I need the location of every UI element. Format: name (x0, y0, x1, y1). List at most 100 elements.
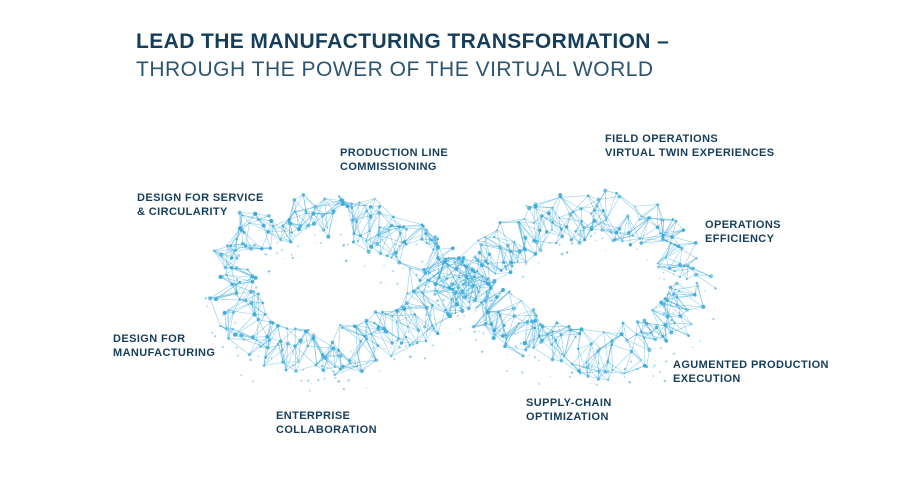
mesh-particle (240, 374, 243, 376)
mesh-line (533, 309, 536, 321)
mesh-line (534, 327, 548, 335)
mesh-line (581, 221, 585, 240)
mesh-particle (636, 248, 638, 250)
mesh-line (494, 334, 506, 344)
mesh-line (239, 276, 253, 300)
mesh-particle (319, 242, 322, 244)
mesh-particle (678, 312, 681, 314)
mesh-dot (219, 324, 222, 328)
mesh-line (300, 213, 315, 227)
mesh-line (533, 230, 541, 242)
mesh-line (561, 228, 580, 244)
mesh-dot (390, 341, 394, 345)
mesh-particle (332, 370, 335, 373)
mesh-dot (311, 336, 316, 341)
mesh-line (406, 268, 411, 294)
mesh-particle (623, 376, 626, 378)
mesh-dot (340, 201, 345, 206)
mesh-dot (365, 321, 368, 324)
mesh-dot (638, 218, 641, 221)
mesh-dot (345, 204, 350, 209)
mesh-particle (395, 339, 399, 342)
mesh-line (432, 304, 448, 314)
label-line: & CIRCULARITY (137, 205, 228, 218)
mesh-line (490, 287, 498, 298)
mesh-line (401, 326, 409, 344)
mesh-line (249, 339, 257, 355)
mesh-line (614, 232, 630, 240)
page-title: LEAD THE MANUFACTURING TRANSFORMATION – (136, 30, 670, 53)
mesh-particle (425, 313, 428, 316)
mesh-line (252, 314, 266, 338)
mesh-particle (420, 260, 424, 263)
mesh-line (518, 221, 538, 243)
mesh-particle (221, 345, 224, 349)
mesh-particle (589, 234, 593, 238)
mesh-line (597, 190, 606, 207)
mesh-line (294, 210, 306, 212)
mesh-line (332, 348, 336, 368)
mesh-dot (365, 337, 368, 341)
mesh-line (220, 276, 233, 285)
mesh-particle (358, 233, 360, 236)
mesh-dot (692, 292, 697, 297)
mesh-dot (292, 197, 297, 202)
mesh-line (403, 293, 408, 309)
mesh-dot (574, 229, 577, 233)
mesh-dot (681, 228, 686, 232)
mesh-line (409, 330, 428, 346)
mesh-particle (282, 257, 284, 259)
mesh-dot (452, 257, 455, 260)
mesh-dot (600, 228, 605, 232)
mesh-dot (406, 325, 409, 328)
mesh-particle (442, 286, 445, 290)
mesh-dot (467, 277, 469, 280)
mesh-particle (378, 369, 381, 372)
mesh-line (541, 335, 562, 343)
mesh-dot (535, 314, 538, 317)
mesh-line (569, 214, 585, 240)
mesh-dot (320, 214, 324, 218)
mesh-line (399, 241, 405, 263)
mesh-line (353, 235, 361, 243)
mesh-particle (347, 378, 350, 382)
mesh-dot (498, 221, 502, 224)
mesh-line (643, 337, 645, 366)
mesh-line (386, 233, 401, 256)
mesh-dot (521, 354, 525, 358)
mesh-line (252, 336, 268, 338)
mesh-line (587, 343, 592, 368)
mesh-dot (647, 347, 652, 352)
mesh-line (239, 277, 256, 283)
mesh-dot (580, 220, 583, 223)
mesh-line (491, 289, 504, 301)
mesh-line (473, 310, 488, 327)
mesh-particle (414, 244, 416, 246)
mesh-dot (533, 318, 538, 323)
mesh-particle (354, 363, 357, 365)
mesh-line (657, 204, 662, 221)
mesh-line (267, 231, 281, 241)
mesh-line (627, 216, 634, 236)
mesh-line (249, 336, 268, 355)
mesh-line (484, 300, 487, 324)
label-line: DESIGN FOR SERVICE (137, 192, 264, 204)
mesh-dot (447, 264, 450, 267)
mesh-dot (321, 368, 326, 372)
mesh-particle (425, 341, 428, 344)
mesh-particle (658, 277, 661, 280)
mesh-line (406, 302, 427, 309)
mesh-dot (584, 361, 588, 364)
mesh-particle (537, 262, 540, 264)
mesh-dot (625, 338, 629, 342)
mesh-line (353, 210, 367, 234)
mesh-line (643, 337, 650, 351)
mesh-dot (436, 256, 440, 260)
mesh-line (266, 325, 279, 337)
mesh-dot (253, 211, 258, 216)
mesh-particle (505, 334, 507, 336)
mesh-line (499, 222, 509, 246)
mesh-line (393, 216, 401, 234)
mesh-dot (602, 331, 605, 333)
mesh-line (484, 324, 495, 335)
